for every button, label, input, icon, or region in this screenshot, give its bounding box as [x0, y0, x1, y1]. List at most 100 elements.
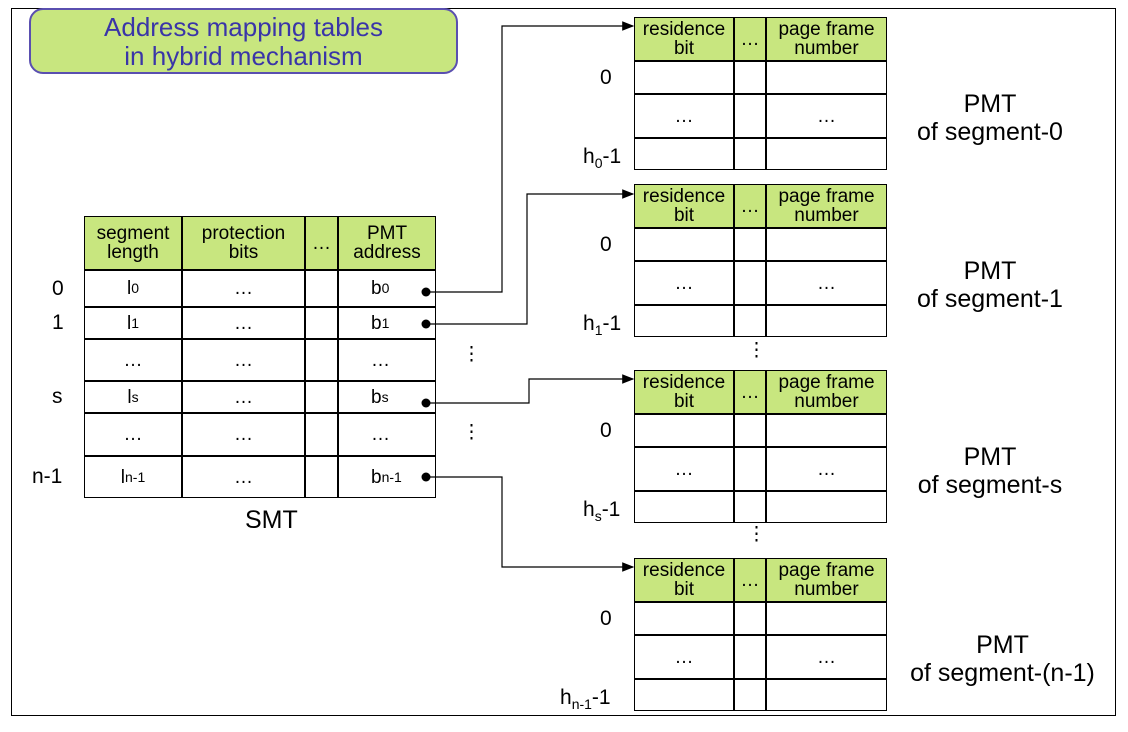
pmt-cell-residence: [634, 414, 734, 447]
smt-cell-ellipsis: [305, 381, 338, 413]
smt-cell-length: l n-1: [84, 456, 182, 498]
smt-cell-ellipsis: [305, 307, 338, 339]
pmt-cell-residence: …: [634, 447, 734, 491]
pmt-header-ellipsis: …: [734, 370, 766, 414]
pmt-cell-frame: [766, 305, 887, 337]
pmt-cell-residence: [634, 602, 734, 635]
pmt-cell-ellipsis: [734, 679, 766, 711]
smt-cell-pmt-address: b s: [338, 381, 436, 413]
pmt-cell-ellipsis: [734, 602, 766, 635]
pmt-cell-ellipsis: [734, 94, 766, 138]
smt-cell-length: …: [84, 339, 182, 381]
pmt-header-ellipsis: …: [734, 184, 766, 228]
pmt-cell-frame: [766, 228, 887, 261]
pmt-cell-ellipsis: [734, 138, 766, 170]
smt-cell-ellipsis: [305, 456, 338, 498]
pmt-cell-ellipsis: [734, 491, 766, 523]
vertical-ellipsis-1: ⋮: [462, 344, 481, 365]
pmt-cell-residence: …: [634, 94, 734, 138]
smt-cell-protection: …: [182, 270, 305, 307]
smt-row-index: 0: [52, 276, 64, 300]
title-line-1: Address mapping tables: [104, 12, 383, 42]
pmt-last-index: hn-1-1: [560, 686, 611, 713]
pmt-cell-residence: …: [634, 261, 734, 305]
pointer-b0-to-pmt0: [421, 21, 635, 297]
smt-cell-pmt-address: …: [338, 413, 436, 456]
pmt-first-index: 0: [600, 66, 612, 89]
smt-cell-protection: …: [182, 413, 305, 456]
diagram-title: Address mapping tables in hybrid mechani…: [29, 8, 458, 74]
pmt-cell-residence: [634, 679, 734, 711]
smt-cell-protection: …: [182, 381, 305, 413]
smt-cell-pmt-address: b 0: [338, 270, 436, 307]
pmt-first-index: 0: [600, 233, 612, 256]
smt-cell-pmt-address: b n-1: [338, 456, 436, 498]
pmt-cell-frame: [766, 138, 887, 170]
pointer-b1-to-pmt1: [421, 189, 635, 329]
smt-header-ellipsis: …: [305, 216, 338, 270]
pmt-cell-ellipsis: [734, 228, 766, 261]
pmt-cell-frame: [766, 414, 887, 447]
smt-caption: SMT: [245, 506, 298, 534]
vertical-ellipsis-4: ⋮: [747, 524, 766, 545]
pmt-cell-frame: [766, 602, 887, 635]
pmt-cell-ellipsis: [734, 414, 766, 447]
pmt-cell-residence: [634, 138, 734, 170]
smt-cell-length: l 1: [84, 307, 182, 339]
pmt-cell-residence: …: [634, 635, 734, 679]
title-line-2: in hybrid mechanism: [124, 41, 363, 71]
smt-cell-protection: …: [182, 456, 305, 498]
smt-cell-ellipsis: [305, 339, 338, 381]
pmt-cell-frame: …: [766, 94, 887, 138]
smt-cell-protection: …: [182, 307, 305, 339]
smt-cell-length: l 0: [84, 270, 182, 307]
smt-row-index: s: [52, 385, 63, 408]
smt-cell-ellipsis: [305, 413, 338, 456]
pmt-cell-frame: [766, 679, 887, 711]
smt-cell-length: …: [84, 413, 182, 456]
smt-cell-ellipsis: [305, 270, 338, 307]
pointer-bs-to-pmts: [421, 374, 635, 408]
pmt-last-index: hs-1: [583, 498, 621, 525]
pmt-first-index: 0: [600, 607, 612, 630]
pmt-last-index: h1-1: [583, 312, 622, 339]
smt-row-index: 1: [52, 311, 64, 334]
pmt-cell-frame: …: [766, 635, 887, 679]
pmt-cell-frame: …: [766, 261, 887, 305]
pointer-bn1-to-pmtn1: [421, 472, 635, 572]
pmt-cell-ellipsis: [734, 261, 766, 305]
diagram-frame: [11, 8, 1116, 716]
pmt-cell-residence: [634, 305, 734, 337]
pmt-cell-residence: [634, 61, 734, 94]
vertical-ellipsis-2: ⋮: [462, 422, 481, 443]
pmt-cell-frame: [766, 491, 887, 523]
pmt-header-ellipsis: …: [734, 558, 766, 602]
pmt-cell-ellipsis: [734, 305, 766, 337]
smt-cell-length: l s: [84, 381, 182, 413]
pmt-cell-ellipsis: [734, 61, 766, 94]
pmt-first-index: 0: [600, 419, 612, 442]
pmt-cell-residence: [634, 491, 734, 523]
smt-row-index: n-1: [32, 465, 63, 488]
pmt-cell-frame: …: [766, 447, 887, 491]
pmt-cell-ellipsis: [734, 447, 766, 491]
vertical-ellipsis-3: ⋮: [747, 340, 766, 361]
pmt-cell-ellipsis: [734, 635, 766, 679]
smt-cell-protection: …: [182, 339, 305, 381]
